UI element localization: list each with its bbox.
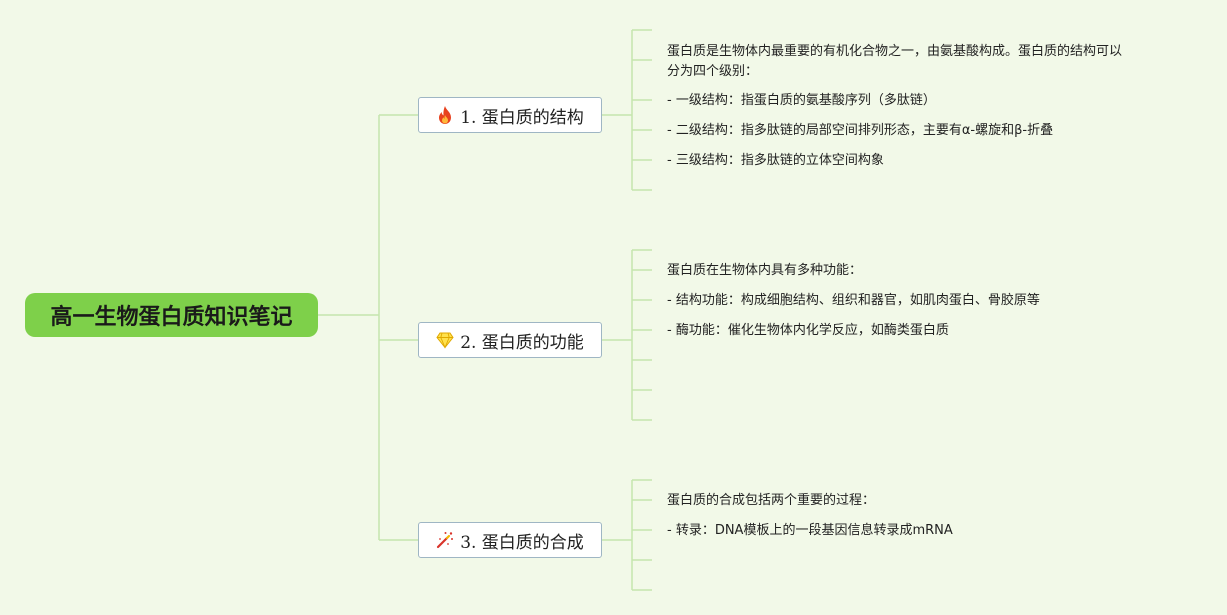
leaf-text: - 酶功能：催化生物体内化学反应，如酶类蛋白质 [667,323,949,338]
branch-label: 1. 蛋白质的结构 [460,107,584,128]
magic-wand-icon [436,530,454,550]
leaf-text: 蛋白质是生物体内最重要的有机化合物之一，由氨基酸构成。蛋白质的结构可以 [667,44,1123,59]
branch-function[interactable]: 2. 蛋白质的功能 [418,322,602,358]
root-title: 高一生物蛋白质知识笔记 [50,305,293,330]
branch-synthesis[interactable]: 3. 蛋白质的合成 [418,522,602,558]
leaf-text: - 转录：DNA模板上的一段基因信息转录成mRNA [667,523,953,538]
leaf-text: 分为四个级别： [667,64,759,79]
leaf-text: - 二级结构：指多肽链的局部空间排列形态，主要有α-螺旋和β-折叠 [667,123,1054,138]
gem-icon [436,330,454,350]
branch-label: 3. 蛋白质的合成 [460,532,584,553]
leaf-text: 蛋白质的合成包括两个重要的过程： [667,493,876,508]
leaf-text: 蛋白质在生物体内具有多种功能： [667,263,863,278]
leaf-text: - 结构功能：构成细胞结构、组织和器官，如肌肉蛋白、骨胶原等 [667,293,1040,308]
fire-icon [436,105,454,125]
root-topic[interactable]: 高一生物蛋白质知识笔记 [25,293,318,337]
leaf-text: - 一级结构：指蛋白质的氨基酸序列（多肽链） [667,93,936,108]
branch-label: 2. 蛋白质的功能 [460,332,584,353]
branch-structure[interactable]: 1. 蛋白质的结构 [418,97,602,133]
leaf-text: - 三级结构：指多肽链的立体空间构象 [667,153,884,168]
